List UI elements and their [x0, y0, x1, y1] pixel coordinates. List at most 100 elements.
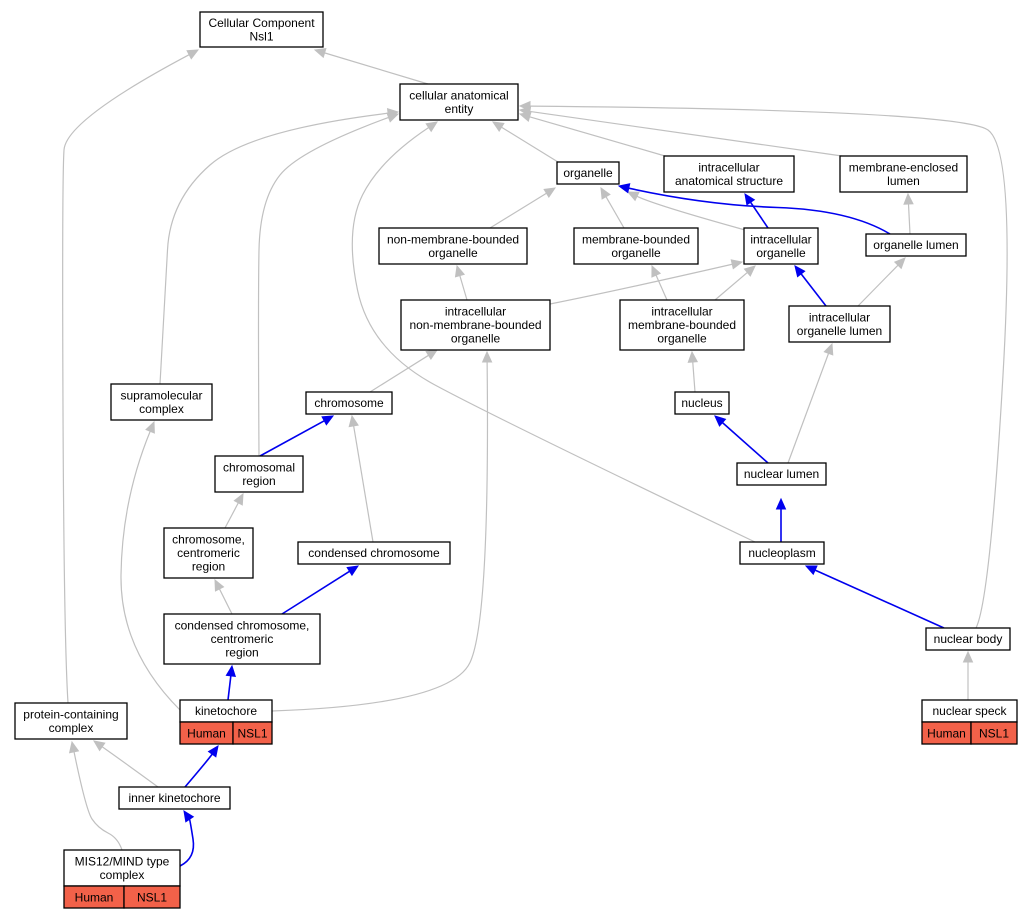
arrow-head-icon [214, 578, 225, 592]
arrow-head-icon [775, 497, 787, 510]
edge-line [281, 570, 350, 615]
edge-chrreg-to-cae [257, 112, 400, 457]
edge-nucleoplasm-to-nlumen [775, 497, 787, 542]
term-box [674, 391, 730, 415]
term-box [118, 786, 231, 810]
edge-line [224, 502, 239, 529]
edge-ol-to-organelle [617, 183, 891, 235]
arrow-head-icon [207, 745, 219, 758]
term-label: membrane-bounded [628, 318, 736, 332]
edge-line [227, 675, 232, 701]
term-label: nuclear speck [932, 704, 1007, 718]
edge-line [529, 116, 666, 157]
term-label: inner kinetochore [128, 791, 220, 805]
term-node-nucleoplasm[interactable]: nucleoplasm [739, 541, 825, 565]
arrow-head-icon [730, 259, 744, 270]
edge-mel-to-cae [518, 106, 843, 157]
term-node-nlumen[interactable]: nuclear lumen [736, 462, 827, 486]
term-node-condchr[interactable]: condensed chromosome [297, 541, 451, 565]
edge-line [628, 187, 891, 235]
term-box [214, 455, 304, 493]
edge-nlumen-to-iol [787, 342, 834, 464]
term-node-organelle[interactable]: organelle [556, 161, 620, 185]
term-label: organelle [756, 246, 806, 260]
edge-line [179, 818, 195, 867]
term-node-inmbo[interactable]: intracellularnon-membrane-boundedorganel… [400, 299, 551, 351]
term-label: complex [49, 721, 94, 735]
edge-line [529, 105, 1008, 629]
edge-line [353, 425, 374, 543]
arrow-head-icon [348, 414, 359, 428]
term-box [297, 541, 451, 565]
term-node-nucleus[interactable]: nucleus [674, 391, 730, 415]
arrow-head-icon [346, 565, 360, 577]
edge-line [218, 588, 233, 615]
term-label: intracellular [698, 160, 759, 174]
edge-line [259, 420, 325, 457]
edge-cccr-to-condchr [281, 565, 360, 615]
term-box [865, 233, 967, 257]
species-label: Human [927, 727, 966, 741]
term-node-chromosome[interactable]: chromosome [305, 391, 393, 415]
gene-cell [232, 721, 273, 745]
term-box [736, 462, 827, 486]
edge-line [257, 116, 389, 457]
term-label: nucleus [681, 396, 722, 410]
term-node-nbody[interactable]: nuclear body [925, 627, 1011, 651]
edge-iol-to-io [794, 265, 827, 307]
term-label: chromosome, [172, 533, 245, 547]
arrow-head-icon [744, 192, 756, 206]
edge-line [501, 126, 559, 163]
term-label: region [192, 560, 225, 574]
arrow-head-icon [626, 191, 640, 202]
arrow-head-icon [425, 349, 439, 361]
edge-mbo-to-organelle [600, 186, 625, 229]
arrow-head-icon [491, 121, 505, 132]
arrow-head-icon [386, 112, 400, 123]
arrow-head-icon [893, 257, 906, 270]
gene-label: NSL1 [979, 727, 1009, 741]
edge-line [692, 361, 696, 393]
term-label: entity [445, 102, 474, 116]
term-label: organelle lumen [873, 238, 958, 252]
term-label: nuclear body [934, 632, 1003, 646]
term-node-ik[interactable]: inner kinetochore [118, 786, 231, 810]
edge-line [101, 746, 159, 788]
edge-line [787, 353, 830, 464]
arrow-head-icon [233, 492, 244, 506]
term-box [63, 849, 181, 887]
term-box [199, 11, 324, 48]
term-node-ol[interactable]: organelle lumen [865, 233, 967, 257]
edge-nbody-to-nucleoplasm [804, 565, 945, 629]
term-label: organelle [451, 332, 501, 346]
edge-line [271, 361, 489, 712]
term-box [378, 227, 528, 265]
edge-line [120, 431, 181, 711]
arrow-head-icon [903, 192, 914, 205]
term-label: protein-containing [23, 707, 118, 721]
edge-line [907, 203, 911, 235]
edge-io-to-ias [744, 192, 769, 229]
edge-chromosome-to-inmbo [369, 349, 439, 393]
arrow-head-icon [617, 183, 631, 194]
term-label: region [242, 474, 275, 488]
arrow-head-icon [794, 265, 806, 278]
